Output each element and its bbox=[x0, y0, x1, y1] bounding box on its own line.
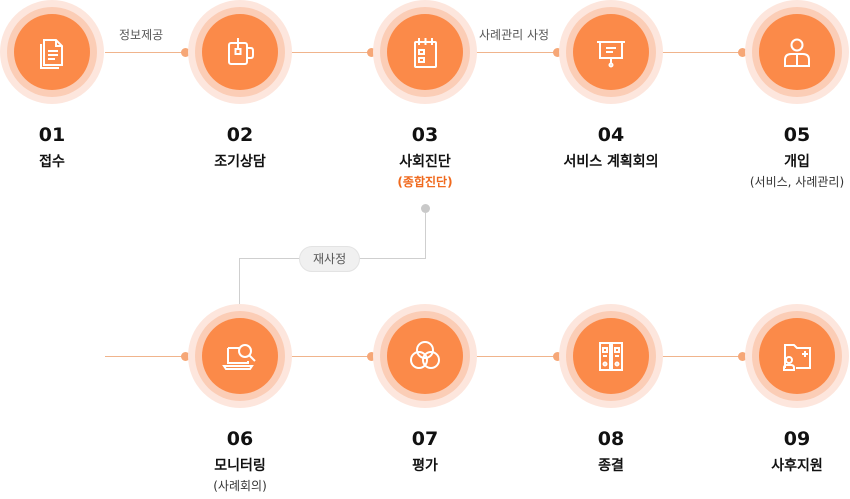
reassessment-pill: 재사정 bbox=[299, 246, 361, 272]
step-title: 종결 bbox=[598, 458, 624, 474]
step-circle-03 bbox=[373, 0, 477, 104]
reassessment-line bbox=[425, 213, 426, 258]
reassessment-line bbox=[239, 258, 240, 304]
step-number: 09 bbox=[783, 428, 811, 450]
step-number: 06 bbox=[226, 428, 254, 450]
step-circle-04 bbox=[559, 0, 663, 104]
step-title: 개입 bbox=[784, 154, 810, 170]
connector-label-info-provision: 정보제공 bbox=[116, 28, 167, 42]
step-number: 07 bbox=[411, 428, 439, 450]
step-title: 모니터링 bbox=[214, 458, 266, 474]
step-label-05: 05 개입 (서비스, 사례관리) bbox=[722, 124, 850, 190]
connector-dot bbox=[738, 48, 747, 57]
step-number: 08 bbox=[597, 428, 625, 450]
step-label-02: 02 조기상담 bbox=[165, 124, 315, 171]
step-label-07: 07 평가 bbox=[350, 428, 500, 475]
folder-user-icon bbox=[783, 344, 811, 371]
step-title: 접수 bbox=[39, 154, 65, 170]
reassessment-dot bbox=[421, 204, 430, 213]
step-number: 02 bbox=[226, 124, 254, 146]
step-number: 04 bbox=[597, 124, 625, 146]
binders-icon bbox=[599, 342, 623, 371]
step-circle-08 bbox=[559, 304, 663, 408]
connector-dot bbox=[181, 352, 190, 361]
connector-dot bbox=[181, 48, 190, 57]
step-label-01: 01 접수 bbox=[0, 124, 127, 171]
step-number: 01 bbox=[38, 124, 66, 146]
connector-dot bbox=[367, 48, 376, 57]
laptop-magnifier-icon bbox=[222, 344, 256, 370]
connector-dot bbox=[553, 352, 562, 361]
step-circle-01 bbox=[0, 0, 104, 104]
step-number: 03 bbox=[411, 124, 439, 146]
step-title: 사후지원 bbox=[771, 458, 823, 474]
connector-label-case-review: 사례관리 사정 bbox=[476, 28, 553, 42]
connector-dot bbox=[553, 48, 562, 57]
step-label-08: 08 종결 bbox=[536, 428, 686, 475]
step-subtitle: (사례회의) bbox=[213, 479, 267, 493]
step-title: 서비스 계획회의 bbox=[563, 154, 659, 170]
step-circle-06 bbox=[188, 304, 292, 408]
document-icon bbox=[40, 39, 63, 69]
step-number: 05 bbox=[783, 124, 811, 146]
step-title: 사회진단 bbox=[399, 154, 451, 170]
step-label-03: 03 사회진단 (종합진단) bbox=[350, 124, 500, 190]
step-subtitle: (종합진단) bbox=[397, 175, 453, 189]
step-title: 평가 bbox=[412, 458, 438, 474]
connector-dot bbox=[738, 352, 747, 361]
person-icon bbox=[784, 38, 810, 67]
step-circle-02 bbox=[188, 0, 292, 104]
step-label-06: 06 모니터링 (사례회의) bbox=[165, 428, 315, 494]
step-title: 조기상담 bbox=[214, 154, 266, 170]
step-label-04: 04 서비스 계획회의 bbox=[536, 124, 686, 171]
mug-icon bbox=[228, 38, 254, 65]
step-circle-07 bbox=[373, 304, 477, 408]
step-subtitle: (서비스, 사례관리) bbox=[749, 175, 845, 189]
step-circle-05 bbox=[745, 0, 849, 104]
notepad-icon bbox=[414, 38, 437, 68]
step-circle-09 bbox=[745, 304, 849, 408]
step-label-09: 09 사후지원 bbox=[722, 428, 850, 475]
presentation-board-icon bbox=[597, 41, 625, 68]
overlapping-circles-icon bbox=[410, 341, 440, 369]
connector-dot bbox=[367, 352, 376, 361]
